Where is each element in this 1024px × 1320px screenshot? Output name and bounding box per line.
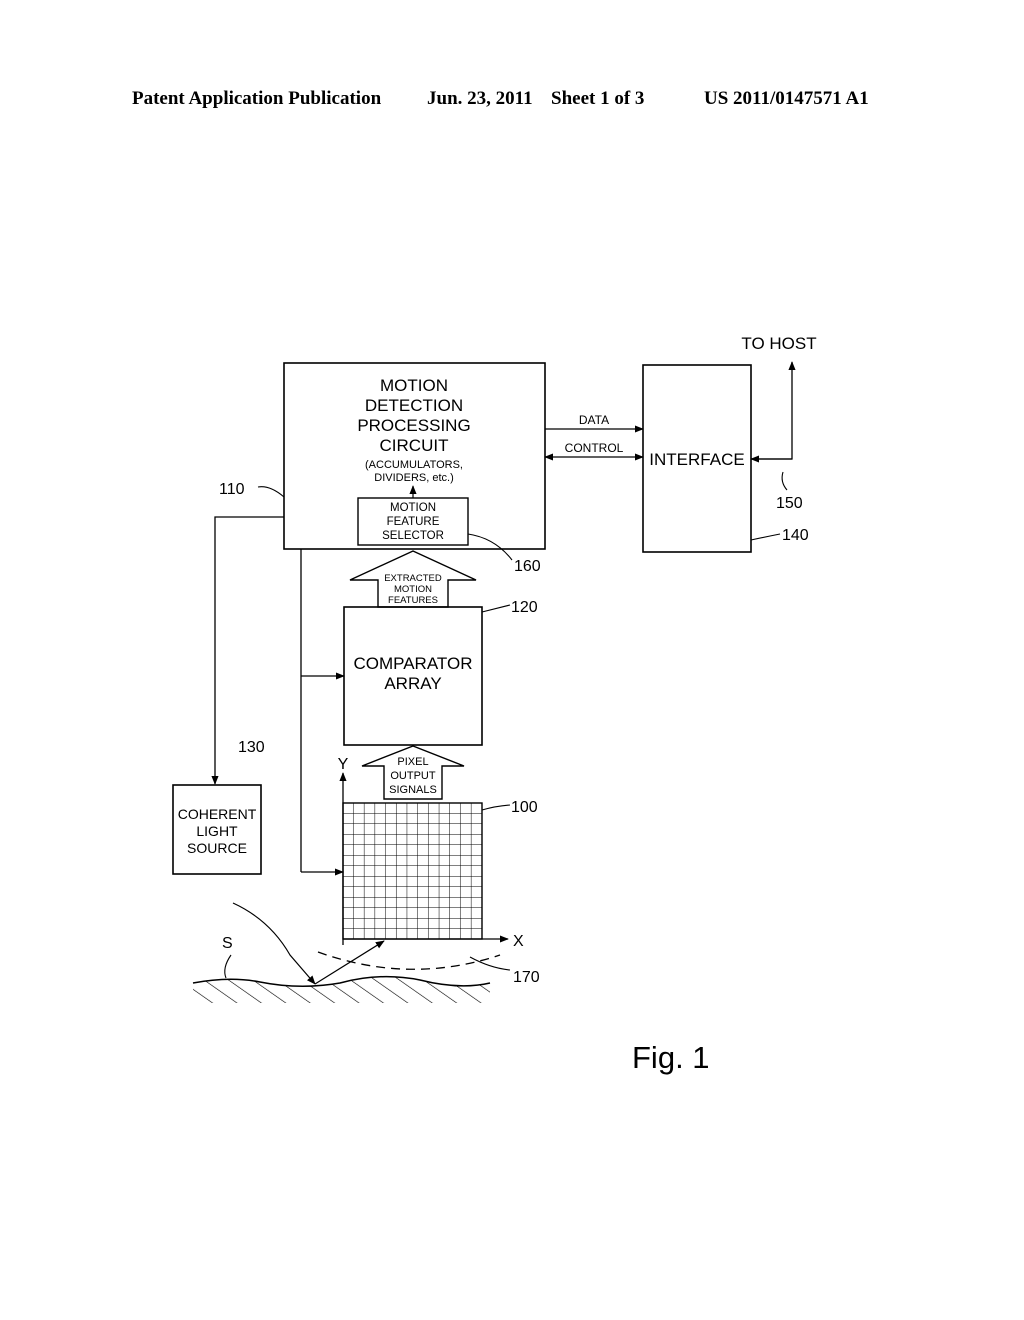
circuit-ref: 110 xyxy=(219,481,245,498)
to-host-arrow xyxy=(751,361,796,460)
comparator-ref: 120 xyxy=(511,599,538,616)
pixel-output-arrow: PIXEL OUTPUT SIGNALS xyxy=(361,745,465,800)
selector-ref: 160 xyxy=(514,558,541,575)
selector-label-line2: FEATURE xyxy=(387,516,440,528)
surface xyxy=(192,975,491,1003)
interface-label: INTERFACE xyxy=(649,450,744,469)
incident-light-path xyxy=(232,902,316,985)
extracted-label-line1: EXTRACTED xyxy=(384,573,442,584)
y-axis-label: Y xyxy=(338,756,349,773)
pixel-label-line1: PIXEL xyxy=(397,756,428,768)
selector-label-line1: MOTION xyxy=(390,502,436,514)
comparator-label-line2: ARRAY xyxy=(384,674,441,693)
light-source-label-line2: LIGHT xyxy=(196,823,238,839)
figure-caption: Fig. 1 xyxy=(632,1040,710,1075)
motion-detection-label-line2: DETECTION xyxy=(365,396,463,415)
selector-label-line3: SELECTOR xyxy=(382,530,444,542)
motion-feature-selector-block: MOTION FEATURE SELECTOR xyxy=(357,485,469,546)
motion-detection-label-line5: (ACCUMULATORS, xyxy=(365,459,463,471)
motion-detection-label-line3: PROCESSING xyxy=(357,416,470,435)
region-ref: 170 xyxy=(513,969,540,986)
surface-label: S xyxy=(222,935,233,952)
comparator-label-line1: COMPARATOR xyxy=(353,654,472,673)
extracted-label-line2: MOTION xyxy=(394,584,432,595)
motion-detection-label-line4: CIRCUIT xyxy=(380,436,449,455)
x-axis-label: X xyxy=(513,933,524,950)
motion-detection-circuit-block: MOTION DETECTION PROCESSING CIRCUIT (ACC… xyxy=(283,362,546,550)
light-source-label-line1: COHERENT xyxy=(178,806,257,822)
extracted-features-arrow: EXTRACTED MOTION FEATURES xyxy=(349,550,477,608)
motion-detection-label-line6: DIVIDERS, etc.) xyxy=(374,472,453,484)
motion-detection-label-line1: MOTION xyxy=(380,376,448,395)
host-link-ref: 150 xyxy=(776,495,803,512)
light-source-control-line xyxy=(211,516,284,785)
coherent-light-source-block: COHERENT LIGHT SOURCE xyxy=(172,784,262,875)
extracted-label-line3: FEATURES xyxy=(388,595,438,606)
to-host-label: TO HOST xyxy=(741,334,816,353)
sheet-number: Sheet 1 of 3 xyxy=(551,88,645,109)
publication-type: Patent Application Publication xyxy=(132,88,382,109)
comparator-array-block: COMPARATOR ARRAY xyxy=(343,606,483,746)
light-source-label-line3: SOURCE xyxy=(187,840,247,856)
pixel-array xyxy=(342,802,483,940)
data-signal-label: DATA xyxy=(579,413,609,427)
interface-ref: 140 xyxy=(782,527,809,544)
reflected-light-path xyxy=(314,940,385,985)
illuminated-region-arc xyxy=(317,951,501,970)
publication-date: Jun. 23, 2011 xyxy=(427,88,533,109)
pixel-label-line3: SIGNALS xyxy=(389,784,437,796)
pixel-label-line2: OUTPUT xyxy=(390,770,436,782)
control-signal-label: CONTROL xyxy=(565,441,624,455)
pixel-array-ref: 100 xyxy=(511,799,538,816)
patent-number: US 2011/0147571 A1 xyxy=(704,88,869,109)
light-source-ref: 130 xyxy=(238,739,265,756)
interface-block: INTERFACE xyxy=(642,364,752,553)
